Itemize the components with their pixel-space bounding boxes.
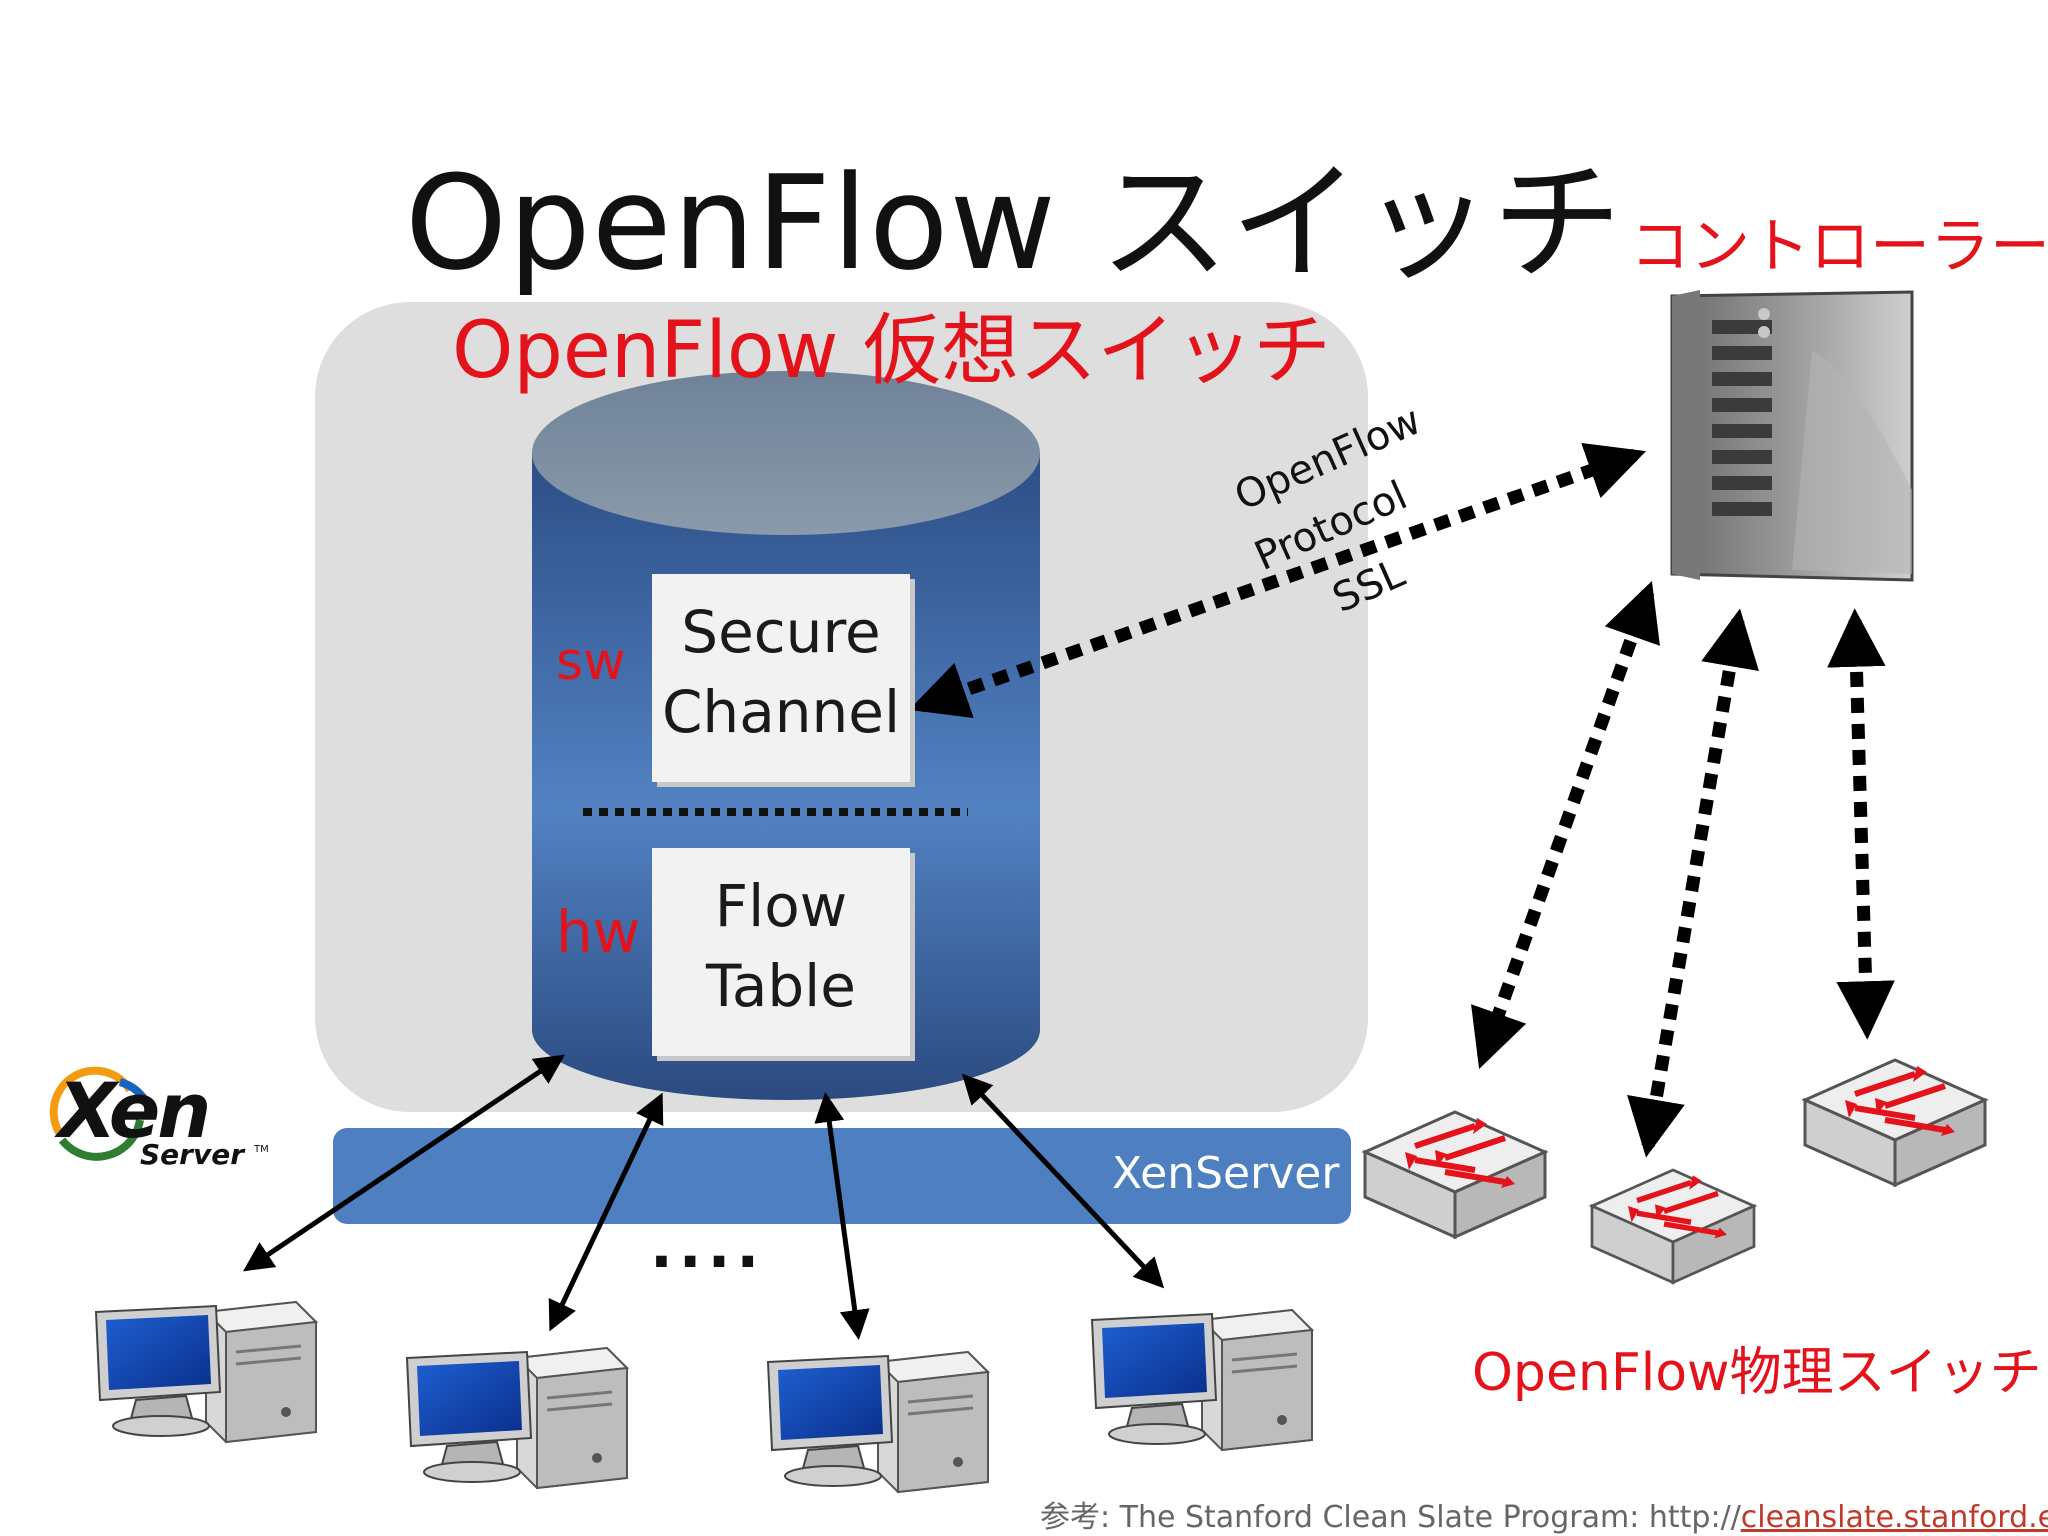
source-prefix: 参考: The Stanford Clean Slate Program: ht… [1040, 1500, 1741, 1535]
source-link[interactable]: cleanslate.stanford.edu [1740, 1500, 2048, 1535]
hw-label: hw [556, 898, 641, 966]
xen-server-logo [49, 1066, 154, 1161]
network-switch-icon [1365, 1112, 1545, 1237]
sw-label: sw [556, 632, 626, 692]
virtual-switch-title: OpenFlow 仮想スイッチ [452, 306, 1332, 396]
server-tower-icon [1670, 290, 1914, 582]
network-switch-icon [1592, 1170, 1754, 1283]
vm-link-arrow-2 [548, 1092, 664, 1332]
desktop-computer-icon [1090, 1308, 1314, 1452]
ellipsis: .... [650, 1212, 766, 1282]
vm-link-arrow-3 [814, 1092, 870, 1340]
flow-table-line-2: Table [706, 952, 856, 1020]
controller-switch-arrow-2 [1627, 608, 1759, 1158]
page-title: OpenFlow スイッチ [404, 147, 1624, 299]
physical-switch-label: OpenFlow物理スイッチ [1472, 1343, 2042, 1403]
xen-logo-sub: Server [140, 1138, 245, 1171]
secure-channel-line-1: Secure [681, 598, 881, 666]
vm-link-arrow-4 [961, 1073, 1165, 1289]
flow-table-line-1: Flow [714, 872, 848, 940]
network-switch-icon [1805, 1060, 1985, 1185]
desktop-computer-icon [94, 1300, 318, 1444]
source-citation: 参考: The Stanford Clean Slate Program: ht… [1040, 1492, 2048, 1536]
desktop-computer-icon [766, 1350, 990, 1494]
secure-channel-box: Secure Channel [652, 574, 910, 782]
xen-logo-tm: TM [254, 1144, 269, 1155]
vm-link-arrow-1 [243, 1054, 565, 1272]
controller-switch-arrow-3 [1827, 608, 1895, 1040]
desktop-computer-icon [405, 1346, 629, 1490]
secure-channel-controller-arrow [908, 442, 1647, 719]
secure-channel-line-2: Channel [661, 678, 901, 746]
controller-label: コントローラー [1630, 212, 2048, 282]
controller-switch-arrow-1 [1471, 580, 1660, 1070]
flow-table-box: Flow Table [652, 848, 910, 1056]
xen-logo-word: Xen [58, 1066, 211, 1155]
